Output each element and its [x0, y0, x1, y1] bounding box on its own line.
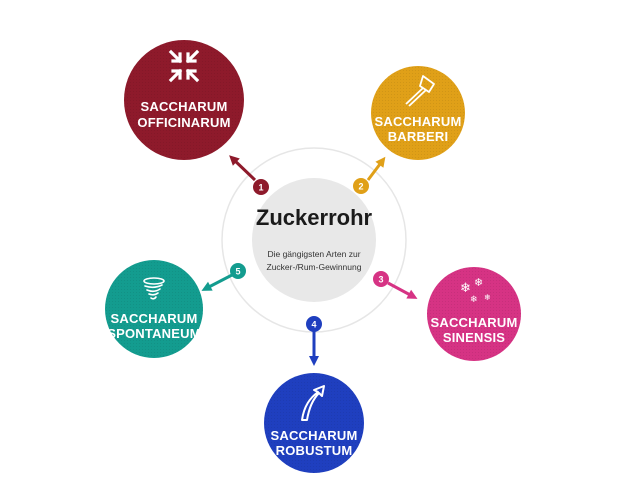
node-2-line1: SACCHARUM [374, 114, 461, 129]
badge-1 [253, 179, 269, 195]
node-texture-2 [371, 66, 465, 160]
arrowhead-5 [201, 281, 213, 291]
snowflakes-icon: ❄ ❄ ❄ ❄ [460, 277, 491, 304]
center-title: Zuckerrohr [256, 205, 373, 230]
node-officinarum: SACCHARUM OFFICINARUM 1 [124, 40, 269, 195]
arrowhead-1 [229, 155, 240, 166]
node-texture-5 [105, 260, 203, 358]
compress-arrows-icon [168, 49, 200, 83]
center-subtitle-line2: Zucker-/Rum-Gewinnung [267, 262, 362, 272]
node-spontaneum: SACCHARUM SPONTANEUM 5 [105, 260, 246, 358]
badge-5-number: 5 [235, 267, 240, 277]
svg-text:❄: ❄ [460, 280, 471, 295]
curved-arrow-up-icon [301, 385, 325, 421]
svg-text:❄: ❄ [484, 293, 491, 302]
axe-icon [405, 75, 435, 107]
node-1-line2: OFFICINARUM [137, 115, 230, 130]
svg-text:❄: ❄ [470, 294, 478, 304]
node-texture-3 [427, 267, 521, 361]
badge-1-number: 1 [258, 183, 263, 193]
badge-3-number: 3 [378, 275, 383, 285]
arrowhead-2 [375, 156, 386, 168]
badge-5 [230, 263, 246, 279]
center-subtitle-line1: Die gängigsten Arten zur [267, 249, 360, 259]
node-2-line2: BARBERI [388, 129, 449, 144]
arrowhead-3 [406, 289, 418, 299]
node-4-line1: SACCHARUM [270, 428, 357, 443]
badge-2 [353, 178, 369, 194]
node-texture-4 [264, 373, 364, 473]
node-sinensis: ❄ ❄ ❄ ❄ SACCHARUM SINENSIS 3 [373, 267, 521, 361]
badge-4-number: 4 [311, 320, 316, 330]
node-robustum: SACCHARUM ROBUSTUM 4 [264, 316, 364, 473]
badge-3 [373, 271, 389, 287]
node-3-line1: SACCHARUM [430, 315, 517, 330]
tornado-icon [143, 277, 165, 300]
svg-text:❄: ❄ [474, 277, 483, 289]
node-1-line1: SACCHARUM [140, 99, 227, 114]
node-3-line2: SINENSIS [443, 330, 505, 345]
arrowhead-4 [309, 356, 319, 366]
node-barberi: SACCHARUM BARBERI 2 [353, 66, 465, 194]
center-disc [252, 178, 376, 302]
node-5-line1: SACCHARUM [110, 311, 197, 326]
badge-4 [306, 316, 322, 332]
badge-2-number: 2 [358, 182, 363, 192]
node-texture-1 [124, 40, 244, 160]
node-5-line2: SPONTANEUM [107, 326, 200, 341]
node-4-line2: ROBUSTUM [276, 443, 353, 458]
